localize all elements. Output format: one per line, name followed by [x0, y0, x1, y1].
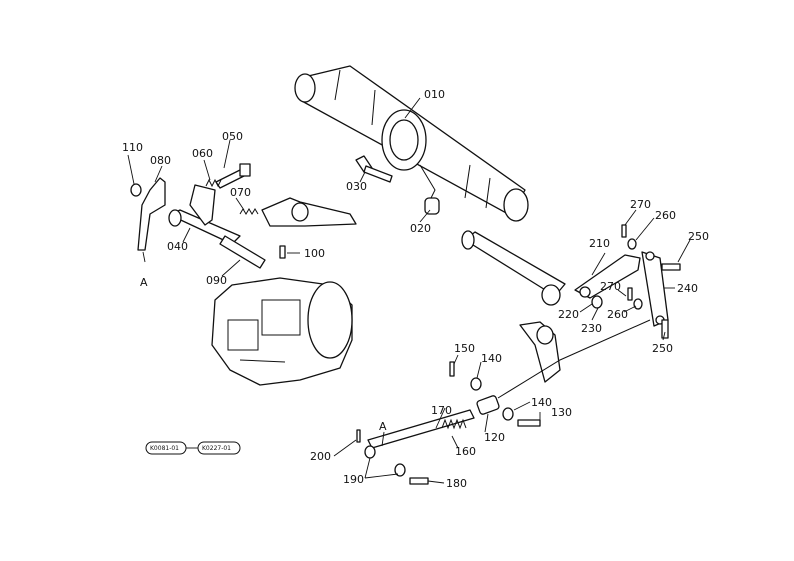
label-030: 030 [346, 180, 367, 193]
bolt-180 [409, 477, 429, 485]
label-040: 040 [167, 240, 188, 253]
ref-a-lower: A [379, 420, 387, 433]
spring-160 [441, 418, 467, 430]
label-160: 160 [455, 445, 476, 458]
lever-080 [137, 177, 166, 251]
washer-110 [130, 183, 142, 197]
label-170: 170 [431, 404, 452, 417]
spring-070 [239, 208, 259, 215]
label-270a: 270 [630, 198, 651, 211]
bolt-050 [215, 163, 251, 189]
shaft-040 [168, 184, 241, 245]
bolt-130 [517, 419, 541, 427]
label-240: 240 [677, 282, 698, 295]
sleeve-120 [476, 395, 500, 415]
bracket-arm [519, 321, 561, 383]
leader-lines [127, 97, 691, 484]
pin-150 [449, 361, 455, 377]
label-060: 060 [192, 147, 213, 160]
bolts-250 [661, 263, 681, 339]
label-250b: 250 [652, 342, 673, 355]
washers-220-230 [591, 295, 603, 309]
label-130: 130 [551, 406, 572, 419]
label-220: 220 [558, 308, 579, 321]
label-270b: 270 [600, 280, 621, 293]
label-010: 010 [424, 88, 445, 101]
label-140a: 140 [481, 352, 502, 365]
label-200: 200 [310, 450, 331, 463]
label-260b: 260 [607, 308, 628, 321]
part-labels: 010 020 030 040 050 060 070 080 090 100 … [122, 88, 709, 490]
label-100: 100 [304, 247, 325, 260]
label-150: 150 [454, 342, 475, 355]
label-260a: 260 [655, 209, 676, 222]
connecting-rod [497, 319, 651, 399]
label-140b: 140 [531, 396, 552, 409]
washers-140 [470, 377, 514, 421]
label-080: 080 [150, 154, 171, 167]
ref-tag-k0081: K0081-01 [145, 441, 187, 455]
arm-assembly [261, 197, 357, 227]
pin-100 [279, 245, 286, 259]
label-050: 050 [222, 130, 243, 143]
label-190: 190 [343, 473, 364, 486]
pins-270 [621, 224, 633, 301]
ref-tag-k0227-text: K0227-01 [202, 445, 231, 452]
pin-020 [424, 197, 440, 215]
transmission-case [211, 277, 353, 386]
label-110: 110 [122, 141, 143, 154]
bolt-030 [355, 155, 393, 183]
label-230: 230 [581, 322, 602, 335]
label-250a: 250 [688, 230, 709, 243]
link-240 [641, 251, 669, 327]
rod-170 [367, 409, 475, 449]
plate-210 [574, 254, 641, 299]
label-180: 180 [446, 477, 467, 490]
label-020: 020 [410, 222, 431, 235]
spring-060 [205, 178, 222, 188]
ref-a-left: A [140, 276, 148, 289]
pin-200 [356, 429, 361, 443]
ref-tag-k0227: K0227-01 [197, 441, 241, 455]
label-070: 070 [230, 186, 251, 199]
washers-190 [364, 445, 406, 477]
label-090: 090 [206, 274, 227, 287]
ref-tag-k0081-text: K0081-01 [150, 445, 179, 452]
rod-090 [219, 235, 266, 269]
label-120: 120 [484, 431, 505, 444]
label-210: 210 [589, 237, 610, 250]
tube-shaft [461, 230, 566, 306]
axle-housing-010 [294, 65, 529, 222]
